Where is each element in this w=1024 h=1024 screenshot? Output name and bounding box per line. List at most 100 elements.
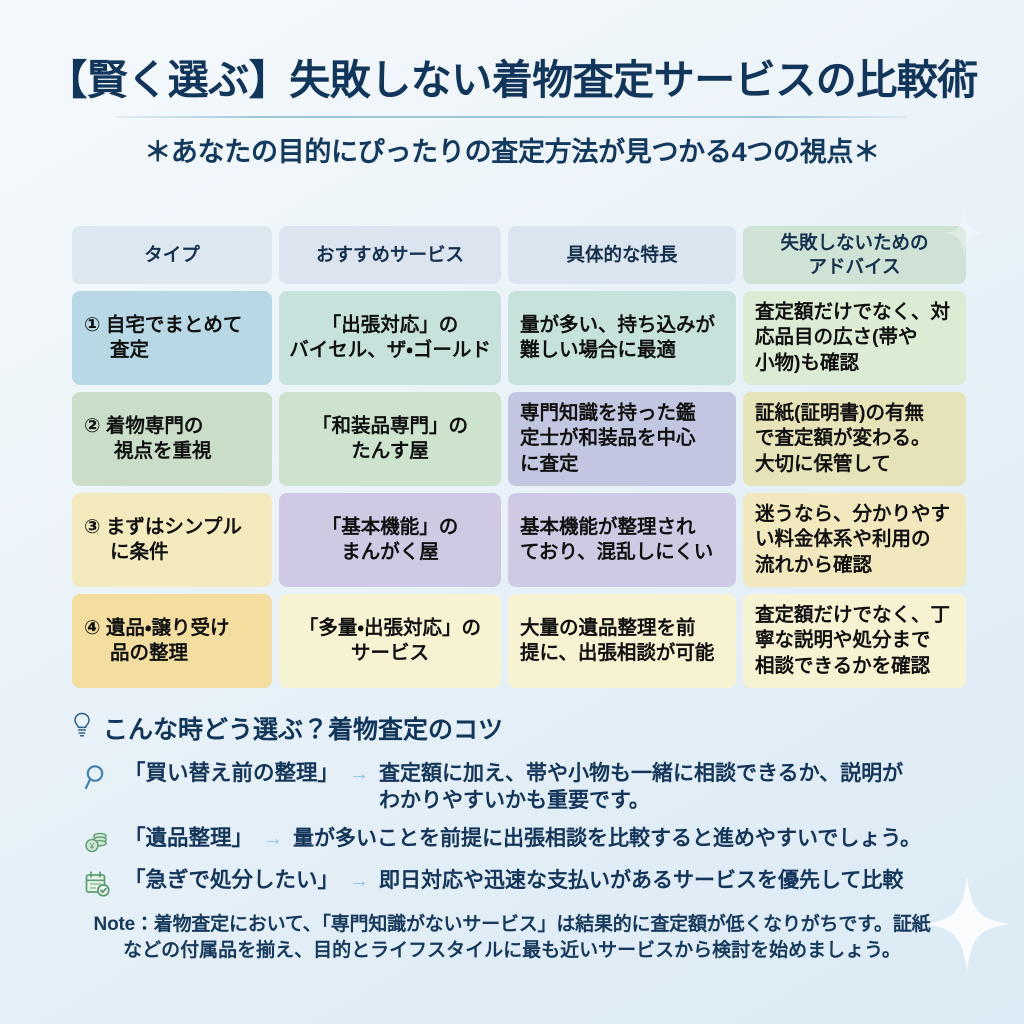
- row1-feature-line2: 難しい場合に最適: [520, 338, 677, 361]
- row2-feature-cell: 専門知識を持った鑑 定士が和装品を中心 に査定: [508, 391, 736, 486]
- row2-advice-line3: 大切に保管して: [755, 452, 891, 475]
- tip-item-2-body: 「遺品整理」 → 量が多いことを前提に出張相談を比較すると進めやすいでしょう。: [124, 825, 921, 854]
- column-header-advice-line1: 失敗しないための: [780, 231, 929, 253]
- tip-item-2-label: 「遺品整理」: [124, 825, 254, 850]
- tip-item-1-body: 「買い替え前の整理」 → 査定額に加え、帯や小物も一緒に相談できるか、説明が わ…: [124, 760, 903, 815]
- tip-item-1-text-line1: 査定額に加え、帯や小物も一緒に相談できるか、説明が: [379, 762, 904, 786]
- table-row: ④ 遺品・譲り受け 品の整理 「多量・出張対応」の サービス 大量の遺品整理を前…: [72, 594, 966, 689]
- row2-type-line2: 視点を重視: [114, 439, 212, 462]
- row3-advice-line3: 流れから確認: [755, 553, 873, 576]
- row2-advice-cell: 証紙(証明書)の有無 で査定額が変わる。 大切に保管して: [743, 391, 966, 486]
- row3-advice-line1: 迷うなら、分かりやす: [755, 502, 951, 525]
- row4-feature-cell: 大量の遺品整理を前 提に、出張相談が可能: [508, 594, 736, 689]
- arrow-icon: →: [349, 869, 370, 892]
- row2-type-line1: ② 着物専門の: [84, 414, 204, 437]
- column-header-service-line1: おすすめサービス: [315, 243, 464, 265]
- row4-service-line2: サービス: [350, 642, 429, 665]
- table-header-row: タイプ おすすめサービス 具体的な特長 失敗しないための アドバイス: [72, 225, 966, 284]
- table-row: ① 自宅でまとめて 査定 「出張対応」の バイセル、ザ・ゴールド 量が多い、持ち…: [72, 290, 966, 385]
- row4-service-line1: 「多量・出張対応」の: [298, 616, 482, 639]
- row2-advice-line2: で査定額が変わる。: [755, 427, 931, 450]
- row4-service-cell: 「多量・出張対応」の サービス: [279, 594, 501, 689]
- column-header-advice: 失敗しないための アドバイス: [743, 225, 966, 284]
- row4-type-line1: ④ 遺品・譲り受け: [84, 616, 230, 639]
- title-divider: [117, 115, 907, 118]
- row1-advice-line2: 応品目の広さ(帯や: [755, 326, 918, 349]
- tip-item-2-text: 量が多いことを前提に出張相談を比較すると進めやすいでしょう。: [293, 825, 921, 852]
- row3-feature-cell: 基本機能が整理され ており、混乱しにくい: [508, 492, 736, 587]
- row1-type-cell: ① 自宅でまとめて 査定: [72, 290, 272, 385]
- row3-feature-line2: ており、混乱しにくい: [520, 540, 714, 563]
- row3-advice-line2: い料金体系や利用の: [755, 528, 931, 551]
- row1-type-line2: 査定: [110, 338, 150, 361]
- row4-feature-line2: 提に、出張相談が可能: [520, 642, 715, 665]
- row3-service-line2: まんがく屋: [341, 540, 439, 563]
- row3-type-line2: に条件: [110, 540, 169, 563]
- tip-item-3: 「急ぎで処分したい」 → 即日対応や迅速な支払いがあるサービスを優先して比較: [60, 867, 972, 899]
- arrow-icon: →: [263, 827, 284, 850]
- row1-service-cell: 「出張対応」の バイセル、ザ・ゴールド: [279, 290, 501, 385]
- svg-text:¥: ¥: [89, 842, 95, 851]
- row3-service-line1: 「基本機能」の: [321, 515, 459, 538]
- column-header-type: タイプ: [72, 225, 272, 284]
- row2-type-cell: ② 着物専門の 視点を重視: [72, 391, 272, 486]
- page-subtitle: ＊あなたの目的にぴったりの査定方法が見つかる4つの視点＊: [144, 136, 880, 167]
- row2-service-line2: たんす屋: [351, 439, 429, 462]
- row1-advice-line3: 小物)も確認: [755, 351, 859, 374]
- row1-advice-line1: 査定額だけでなく、対: [755, 300, 951, 323]
- row4-type-cell: ④ 遺品・譲り受け 品の整理: [72, 594, 272, 689]
- arrow-icon: →: [349, 763, 370, 786]
- row4-type-line2: 品の整理: [110, 642, 189, 665]
- row1-service-line2: バイセル、ザ・ゴールド: [289, 338, 491, 361]
- tips-heading: こんな時どう選ぶ？着物査定のコツ: [60, 710, 972, 746]
- tip-item-1-text: 査定額に加え、帯や小物も一緒に相談できるか、説明が わかりやすいかも重要です。: [379, 760, 903, 815]
- table-row: ③ まずはシンプル に条件 「基本機能」の まんがく屋 基本機能が整理され てお…: [72, 492, 966, 587]
- row2-service-line1: 「和装品専門」の: [311, 414, 468, 437]
- column-header-advice-line2: アドバイス: [808, 255, 901, 277]
- row1-advice-cell: 査定額だけでなく、対 応品目の広さ(帯や 小物)も確認: [743, 290, 966, 385]
- page-header: 【賢く選ぶ】失敗しない着物査定サービスの比較術 ＊あなたの目的にぴったりの査定方…: [0, 0, 1024, 169]
- tip-item-2: ¥ 「遺品整理」 → 量が多いことを前提に出張相談を比較すると進めやすいでしょう…: [60, 825, 972, 857]
- row3-type-line1: ③ まずはシンプル: [84, 515, 242, 538]
- row2-service-cell: 「和装品専門」の たんす屋: [279, 391, 501, 486]
- tips-heading-label: こんな時どう選ぶ？着物査定のコツ: [103, 716, 504, 745]
- footer-note-line2: などの付属品を揃え、目的とライフスタイルに最も近いサービスから検討を始めましょう…: [123, 939, 901, 961]
- tip-item-2-text-line1: 量が多いことを前提に出張相談を比較すると進めやすいでしょう。: [293, 826, 922, 850]
- row2-advice-line1: 証紙(証明書)の有無: [755, 401, 924, 424]
- tip-item-1-label: 「買い替え前の整理」: [124, 761, 340, 786]
- calendar-check-icon: [82, 869, 112, 899]
- row1-service-line1: 「出張対応」の: [321, 313, 459, 336]
- page-title: 【賢く選ぶ】失敗しない着物査定サービスの比較術: [46, 57, 978, 103]
- row4-advice-line1: 査定額だけでなく、丁: [755, 604, 951, 626]
- row3-service-cell: 「基本機能」の まんがく屋: [279, 492, 501, 587]
- tip-item-3-body: 「急ぎで処分したい」 → 即日対応や迅速な支払いがあるサービスを優先して比較: [124, 867, 903, 896]
- row1-feature-cell: 量が多い、持ち込みが 難しい場合に最適: [508, 290, 736, 385]
- column-header-feature-line1: 具体的な特長: [566, 243, 678, 265]
- coins-icon: ¥: [82, 827, 112, 857]
- row2-feature-line2: 定士が和装品を中心: [520, 427, 696, 450]
- footer-note: Note：着物査定において、「専門知識がないサービス」は結果的に査定額が低くなり…: [42, 912, 982, 964]
- footer-note-line1: Note：着物査定において、「専門知識がないサービス」は結果的に査定額が低くなり…: [93, 913, 931, 935]
- row2-feature-line1: 専門知識を持った鑑: [520, 401, 696, 424]
- tip-item-1-text-line2: わかりやすいかも重要です。: [379, 789, 650, 813]
- row1-feature-line1: 量が多い、持ち込みが: [520, 313, 716, 336]
- tip-item-3-label: 「急ぎで処分したい」: [124, 867, 340, 892]
- row4-advice-cell: 査定額だけでなく、丁 寧な説明や処分まで 相談できるかを確認: [743, 594, 966, 689]
- row3-advice-cell: 迷うなら、分かりやす い料金体系や利用の 流れから確認: [743, 492, 966, 587]
- row4-advice-line3: 相談できるかを確認: [755, 654, 931, 677]
- lightbulb-icon: [72, 712, 92, 745]
- row4-feature-line1: 大量の遺品整理を前: [520, 616, 696, 639]
- tip-item-3-text-line1: 即日対応や迅速な支払いがあるサービスを優先して比較: [379, 868, 904, 892]
- magnifier-icon: [82, 762, 112, 792]
- tip-item-3-text: 即日対応や迅速な支払いがあるサービスを優先して比較: [379, 867, 903, 894]
- tips-section: こんな時どう選ぶ？着物査定のコツ 「買い替え前の整理」 → 査定額に加え、帯や小…: [52, 710, 972, 899]
- row4-advice-line2: 寧な説明や処分まで: [755, 629, 931, 652]
- tip-item-1: 「買い替え前の整理」 → 査定額に加え、帯や小物も一緒に相談できるか、説明が わ…: [60, 760, 972, 815]
- row3-type-cell: ③ まずはシンプル に条件: [72, 492, 272, 587]
- row1-type-line1: ① 自宅でまとめて: [84, 313, 243, 336]
- table-row: ② 着物専門の 視点を重視 「和装品専門」の たんす屋 専門知識を持った鑑 定士…: [72, 391, 966, 486]
- comparison-table: タイプ おすすめサービス 具体的な特長 失敗しないための アドバイス ① 自宅で…: [72, 225, 966, 689]
- column-header-service: おすすめサービス: [279, 225, 501, 284]
- column-header-type-line1: タイプ: [144, 243, 200, 265]
- row2-feature-line3: に査定: [520, 452, 579, 475]
